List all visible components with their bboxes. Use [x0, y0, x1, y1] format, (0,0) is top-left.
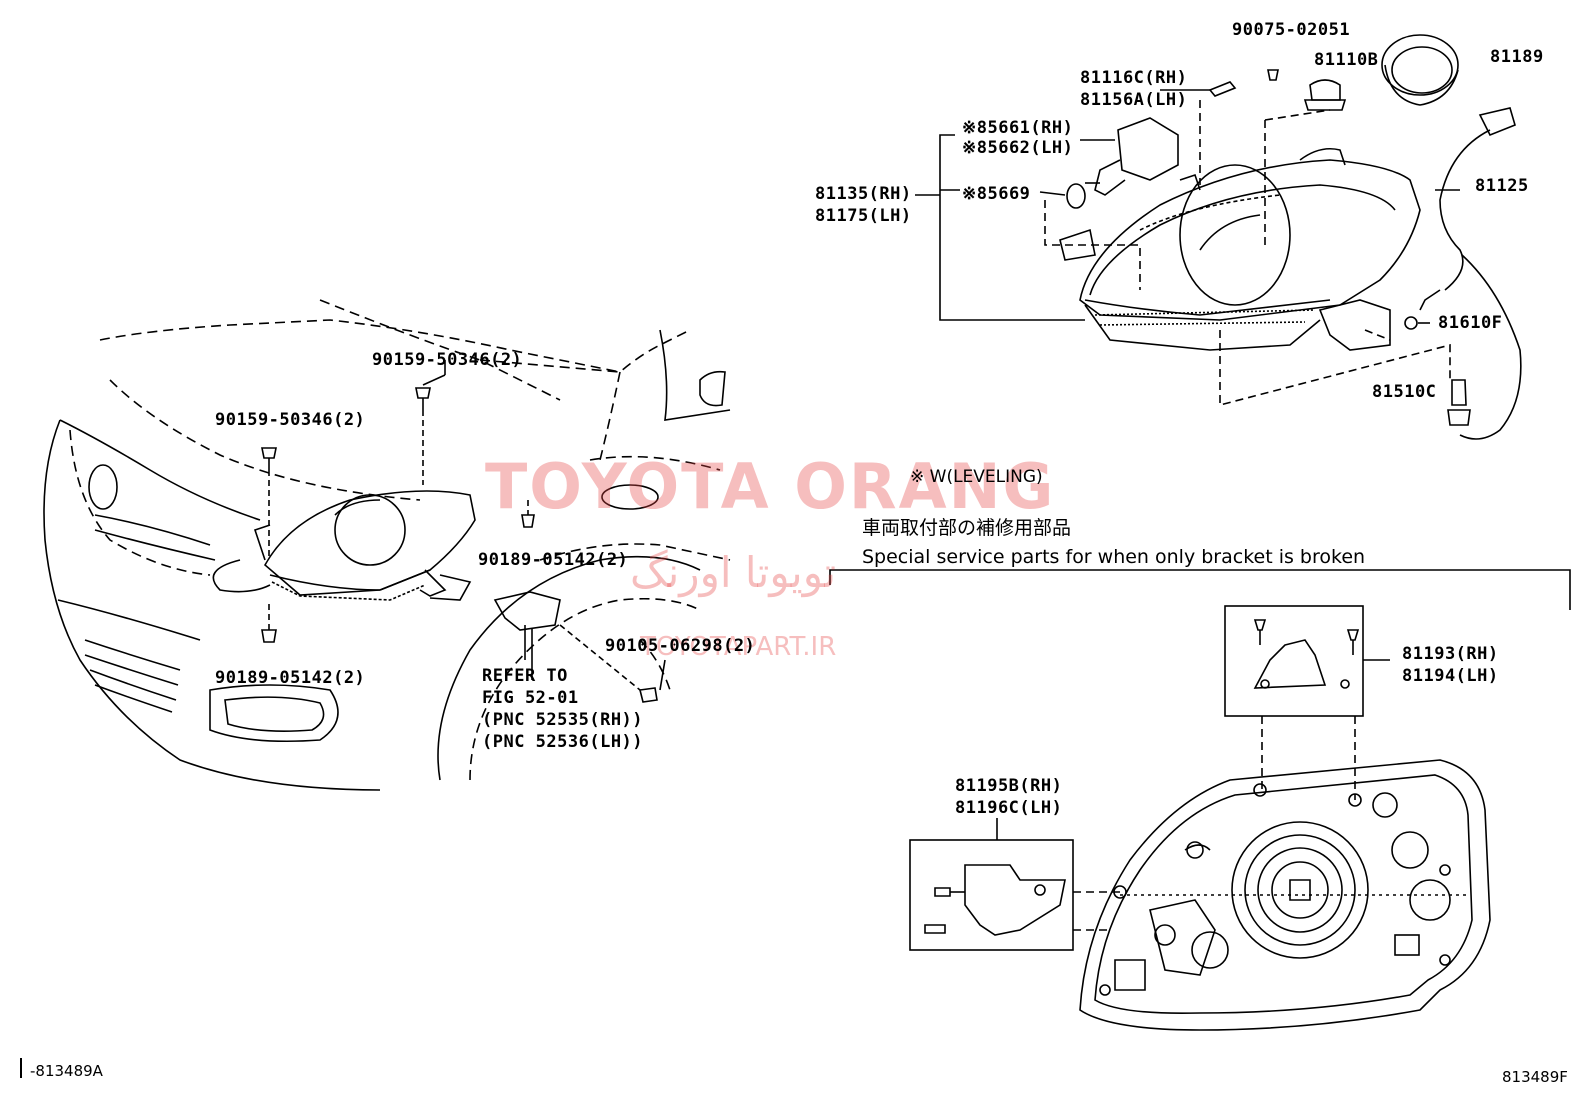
- box-81193: [1224, 605, 1364, 717]
- label-81110b: 81110B: [1314, 50, 1379, 70]
- label-81135: 81135(RH): [815, 184, 912, 204]
- label-90189-05142-bottom: 90189-05142(2): [215, 668, 366, 688]
- headlamp-rear-view: [1079, 759, 1491, 1031]
- label-85661: ※85661(RH): [962, 118, 1074, 138]
- service-note-japanese: 車両取付部の補修用部品: [862, 517, 1072, 539]
- screws-left: [261, 360, 658, 703]
- label-81156a: 81156A(LH): [1080, 90, 1188, 110]
- car-headlamp: [253, 490, 476, 601]
- bracket-81195b: [924, 864, 1066, 936]
- screws-top-right: [1208, 69, 1279, 97]
- watermark-brand: TOYOTA ORANG: [485, 450, 1056, 523]
- label-refer-pnc-rh: (PNC 52535(RH)): [482, 710, 644, 730]
- label-85662: ※85662(LH): [962, 138, 1074, 158]
- label-85669: ※85669: [962, 184, 1031, 204]
- note-leveling: ※ W(LEVELING): [910, 467, 1043, 487]
- watermark-site: TOYOTAPART.IR: [640, 632, 837, 662]
- car-front-outline: [43, 299, 731, 791]
- footer-left-marker: [20, 1058, 22, 1078]
- bracket-81193: [1253, 619, 1360, 689]
- label-refer-fig: FIG 52-01: [482, 688, 579, 708]
- label-refer-to: REFER TO: [482, 666, 568, 686]
- o-ring: [1066, 183, 1086, 209]
- label-90159-50346-upper: 90159-50346(2): [372, 350, 523, 370]
- label-refer-pnc-lh: (PNC 52536(LH)): [482, 732, 644, 752]
- label-81196c: 81196C(LH): [955, 798, 1063, 818]
- footer-right-code: 813489F: [1502, 1068, 1568, 1086]
- leader-lines-left: [531, 628, 666, 691]
- socket-81610f: [1404, 316, 1418, 330]
- service-bracket-line: [829, 569, 1571, 610]
- label-81189: 81189: [1490, 47, 1544, 67]
- box-81195b: [909, 839, 1074, 951]
- label-81193: 81193(RH): [1402, 644, 1499, 664]
- label-90159-50346-lower: 90159-50346(2): [215, 410, 366, 430]
- label-81125: 81125: [1475, 176, 1529, 196]
- label-81510c: 81510C: [1372, 382, 1437, 402]
- wire-harness-81125: [1419, 107, 1522, 440]
- leveling-motor: [1085, 117, 1179, 196]
- label-81610f: 81610F: [1438, 313, 1503, 333]
- label-81116c: 81116C(RH): [1080, 68, 1188, 88]
- callout-bracket-81135: [915, 89, 1210, 321]
- footer-left-code: -813489A: [30, 1062, 103, 1080]
- service-note-english: Special service parts for when only brac…: [862, 546, 1366, 568]
- label-81175: 81175(LH): [815, 206, 912, 226]
- label-90075-02051: 90075-02051: [1232, 20, 1351, 40]
- cap-81189: [1381, 34, 1459, 106]
- leader-lines-top-right: [1044, 100, 1451, 407]
- label-90189-05142-right: 90189-05142(2): [478, 550, 629, 570]
- car-bracket: [493, 591, 561, 660]
- label-81194: 81194(LH): [1402, 666, 1499, 686]
- bulb-81110b: [1303, 79, 1347, 111]
- bulb-81510c: [1447, 379, 1471, 426]
- label-81195b: 81195B(RH): [955, 776, 1063, 796]
- watermark-persian: تویوتا اورنگ: [630, 548, 837, 597]
- label-90105-06298: 90105-06298(2): [605, 636, 756, 656]
- headlamp-assembly: [1059, 147, 1421, 351]
